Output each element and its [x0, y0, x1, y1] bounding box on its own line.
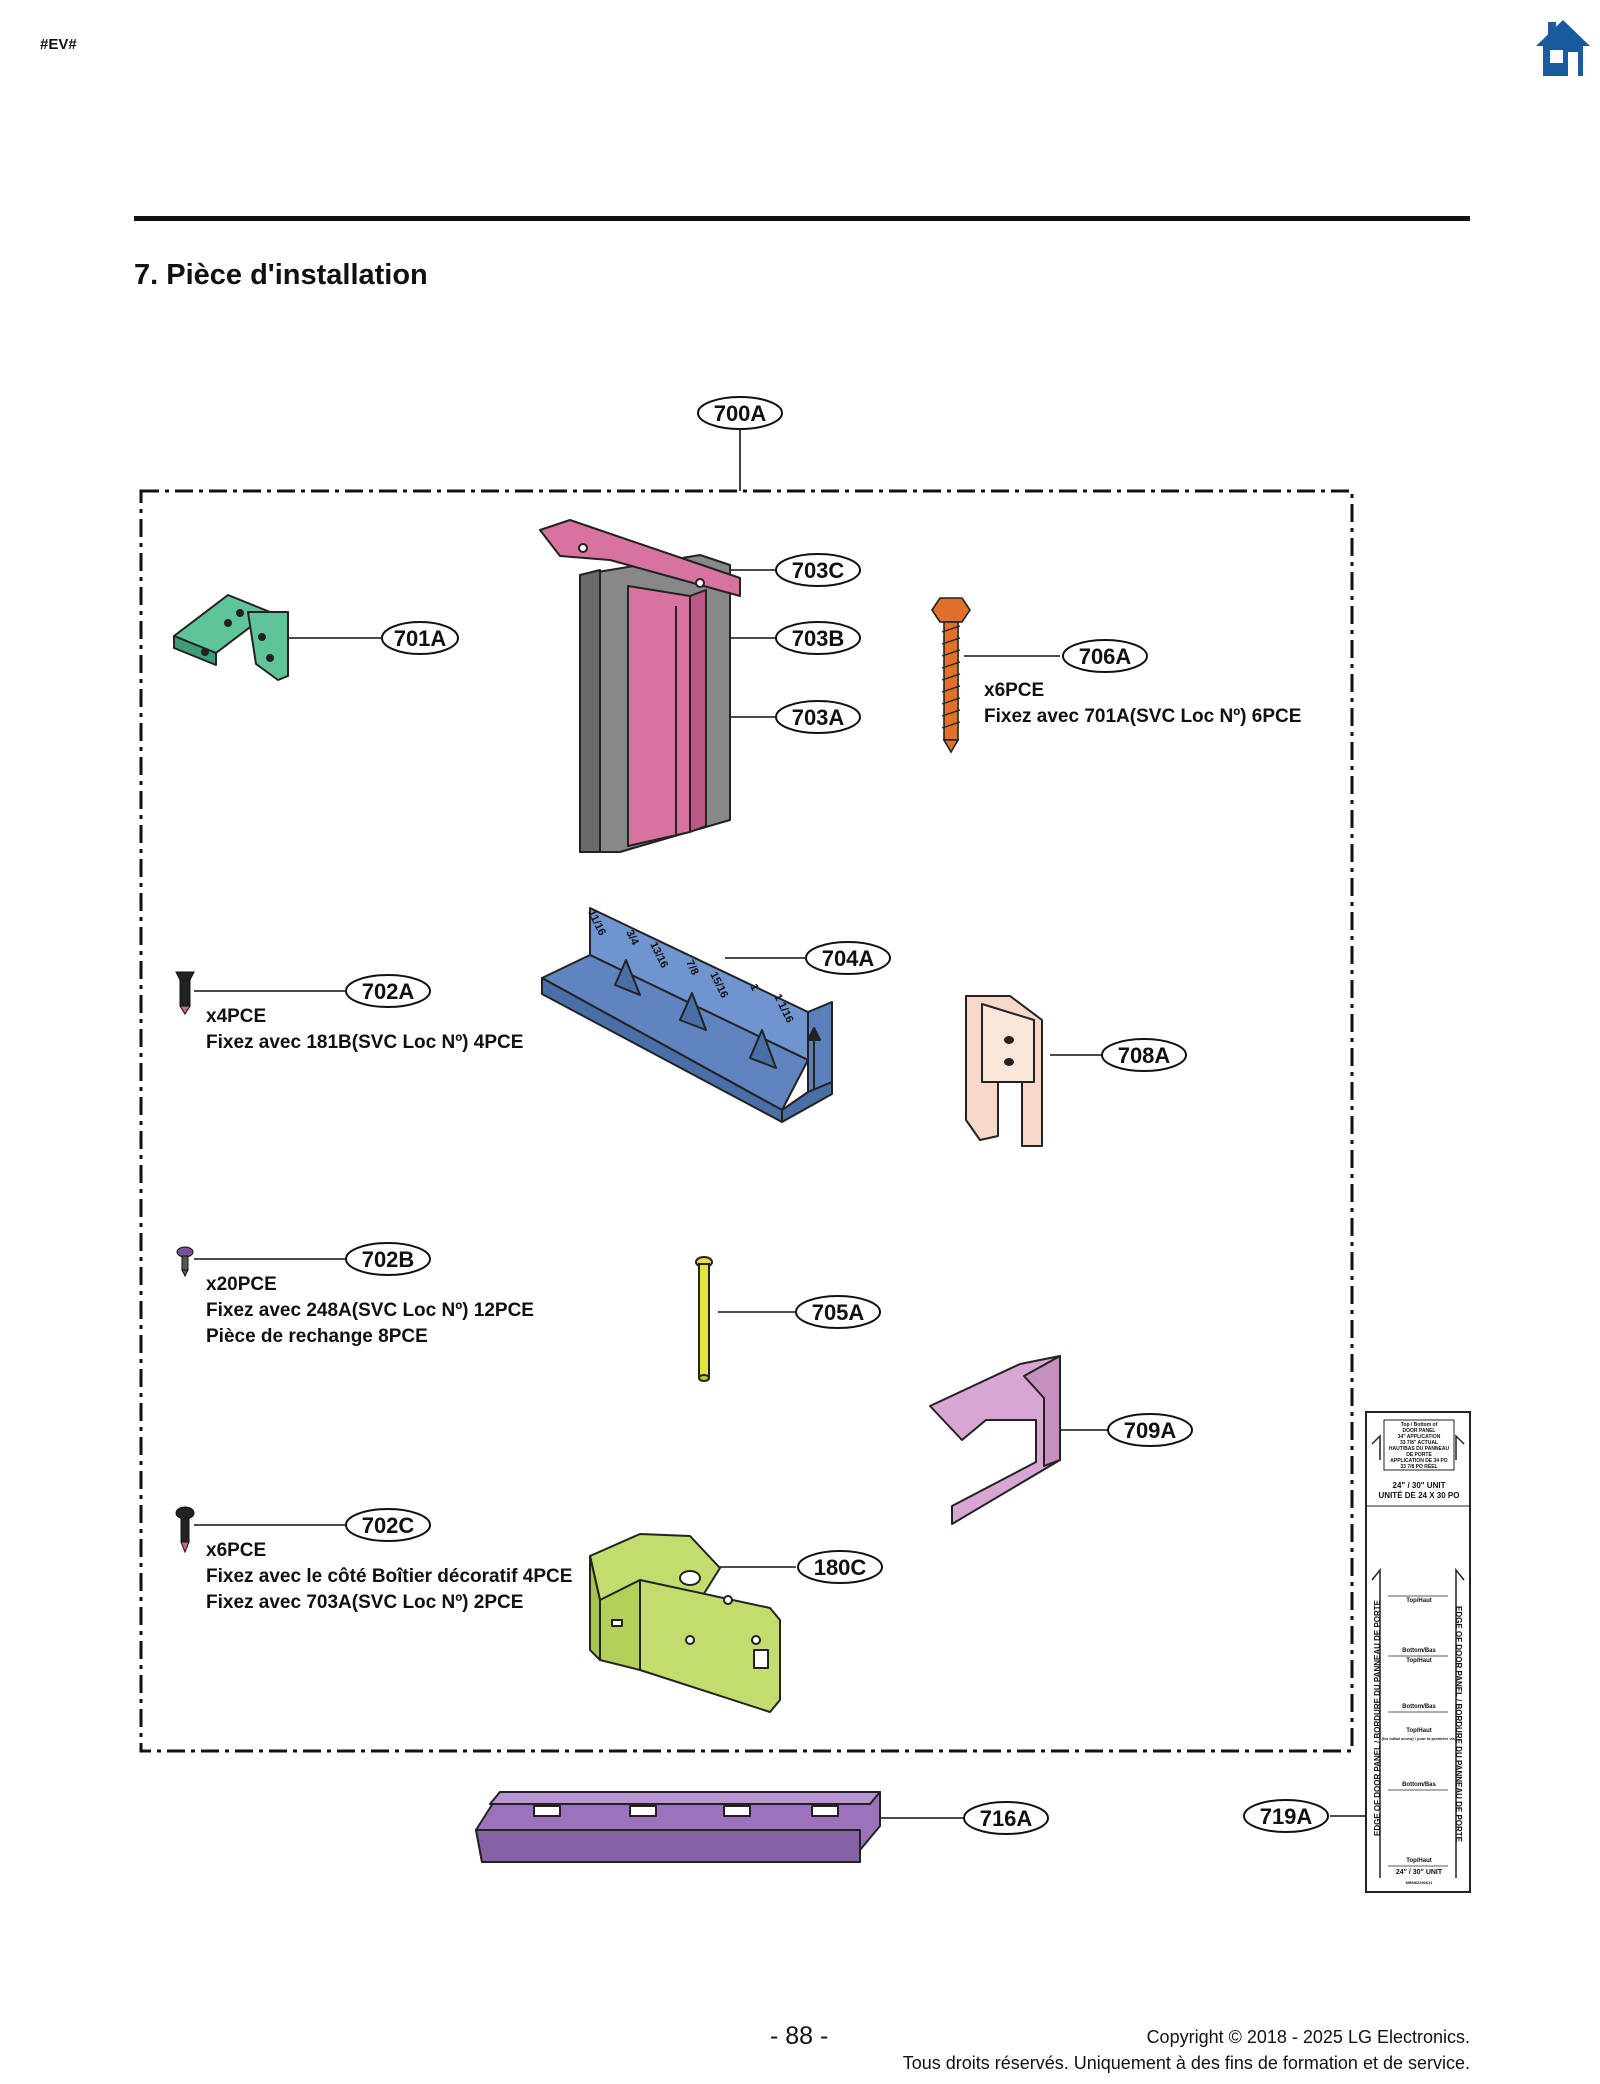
- note-702A: x4PCE Fixez avec 181B(SVC Loc Nº) 4PCE: [206, 1006, 524, 1053]
- callout-704A: 704A: [805, 941, 891, 975]
- callout-700A: 700A: [697, 396, 783, 430]
- callout-700A-label: 700A: [714, 401, 767, 426]
- document-code: #EV#: [40, 36, 77, 53]
- template-box-text: 33 7/8 PO RÉEL: [1400, 1462, 1437, 1470]
- page-number: - 88 -: [770, 2022, 829, 2050]
- callout-716A: 716A: [963, 1801, 1049, 1835]
- callout-701A: 701A: [381, 621, 459, 655]
- template-box-text: Top / Bottom of: [1401, 1422, 1438, 1428]
- template-bottom-label: Bottom/Bas: [1402, 1704, 1436, 1710]
- gauge-mark: 1: [747, 982, 760, 993]
- template-box-text: 33 7/8" ACTUAL: [1400, 1440, 1438, 1446]
- part-701A-bracket: [173, 594, 289, 681]
- callout-702A: 702A: [345, 974, 431, 1008]
- callout-709A: 709A: [1107, 1413, 1193, 1447]
- callout-702B-label: 702B: [362, 1247, 415, 1272]
- assembly-boundary-700A: [139, 489, 1354, 1753]
- callout-180C: 180C: [797, 1550, 883, 1584]
- part-702C-screw: [175, 1506, 195, 1554]
- note-702B: x20PCE Fixez avec 248A(SVC Loc Nº) 12PCE…: [206, 1274, 534, 1347]
- template-top-label: Top/Haut: [1406, 1728, 1432, 1734]
- callout-705A: 705A: [795, 1295, 881, 1329]
- home-button[interactable]: [1534, 18, 1592, 78]
- callout-701A-label: 701A: [394, 626, 447, 651]
- template-bottom-label: Bottom/Bas: [1402, 1648, 1436, 1654]
- callout-709A-label: 709A: [1124, 1418, 1177, 1443]
- template-unit-title-fr: UNITÉ DE 24 X 30 PO: [1379, 1491, 1460, 1500]
- home-icon: [1536, 20, 1590, 76]
- callout-716A-label: 716A: [980, 1806, 1033, 1831]
- callout-702B: 702B: [345, 1242, 431, 1276]
- template-side-text-right: EDGE OF DOOR PANEL / BORDURE DU PANNEAU …: [1454, 1606, 1463, 1843]
- template-top-label: Top/Haut: [1406, 1858, 1432, 1864]
- section-title: 7. Pièce d'installation: [134, 259, 428, 291]
- part-709A-bracket: [929, 1355, 1061, 1525]
- template-side-text-left: EDGE OF DOOR PANEL / BORDURE DU PANNEAU …: [1373, 1599, 1382, 1836]
- callout-719A-label: 719A: [1260, 1804, 1313, 1829]
- part-180C-bracket: [589, 1533, 781, 1713]
- part-706A-screw: [931, 597, 971, 754]
- template-box-text: 34" APPLICATION: [1398, 1434, 1441, 1440]
- template-part-code: MBN62292611: [1406, 1880, 1433, 1885]
- callout-703B: 703B: [775, 621, 861, 655]
- part-716A-strip: [475, 1791, 881, 1863]
- note-702C: x6PCE Fixez avec le côté Boîtier décorat…: [206, 1540, 573, 1613]
- callouts: 700A 701A 703C 703B 703A 706A 702A 704A …: [345, 396, 1329, 1835]
- template-box-text: DE PORTE: [1406, 1452, 1432, 1458]
- callout-705A-label: 705A: [812, 1300, 865, 1325]
- part-705A-pin: [695, 1256, 713, 1382]
- template-bottom-label: Bottom/Bas: [1402, 1782, 1436, 1788]
- template-box-text: APPLICATION DE 34 PO: [1390, 1458, 1448, 1464]
- header-rule: [134, 216, 1470, 221]
- template-top-label: Top/Haut: [1406, 1598, 1432, 1604]
- template-initial-note: (for initial screw) / pour la première v…: [1382, 1736, 1457, 1741]
- callout-702C: 702C: [345, 1508, 431, 1542]
- callout-708A-label: 708A: [1118, 1043, 1171, 1068]
- callout-180C-label: 180C: [814, 1555, 867, 1580]
- callout-719A: 719A: [1243, 1799, 1329, 1833]
- callout-703C-label: 703C: [792, 558, 845, 583]
- template-box-text: HAUT/BAS DU PANNEAU: [1389, 1446, 1450, 1452]
- copyright-line: Copyright © 2018 - 2025 LG Electronics.: [1146, 2027, 1470, 2047]
- callout-703A: 703A: [775, 700, 861, 734]
- callout-702A-label: 702A: [362, 979, 415, 1004]
- part-702A-screw: [175, 971, 195, 1015]
- callout-703C: 703C: [775, 553, 861, 587]
- rights-line: Tous droits réservés. Uniquement à des f…: [902, 2053, 1470, 2073]
- part-704A-gauge: [541, 907, 833, 1123]
- template-footer-title: 24" / 30" UNIT: [1396, 1869, 1443, 1876]
- callout-702C-label: 702C: [362, 1513, 415, 1538]
- copyright-block: Copyright © 2018 - 2025 LG Electronics. …: [903, 2024, 1470, 2076]
- part-719A-template: Top / Bottom of DOOR PANEL 34" APPLICATI…: [1365, 1411, 1471, 1893]
- callout-703B-label: 703B: [792, 626, 845, 651]
- template-unit-title: 24" / 30" UNIT: [1393, 1481, 1446, 1490]
- template-top-label: Top/Haut: [1406, 1658, 1432, 1664]
- callout-704A-label: 704A: [822, 946, 875, 971]
- template-box-text: DOOR PANEL: [1403, 1428, 1436, 1434]
- note-706A: x6PCE Fixez avec 701A(SVC Loc Nº) 6PCE: [984, 680, 1302, 727]
- part-702B-screw: [176, 1246, 194, 1278]
- callout-706A: 706A: [1062, 639, 1148, 673]
- part-703-assembly: [539, 519, 741, 853]
- callout-708A: 708A: [1101, 1038, 1187, 1072]
- callout-703A-label: 703A: [792, 705, 845, 730]
- part-708A-plate: [965, 995, 1043, 1147]
- callout-706A-label: 706A: [1079, 644, 1132, 669]
